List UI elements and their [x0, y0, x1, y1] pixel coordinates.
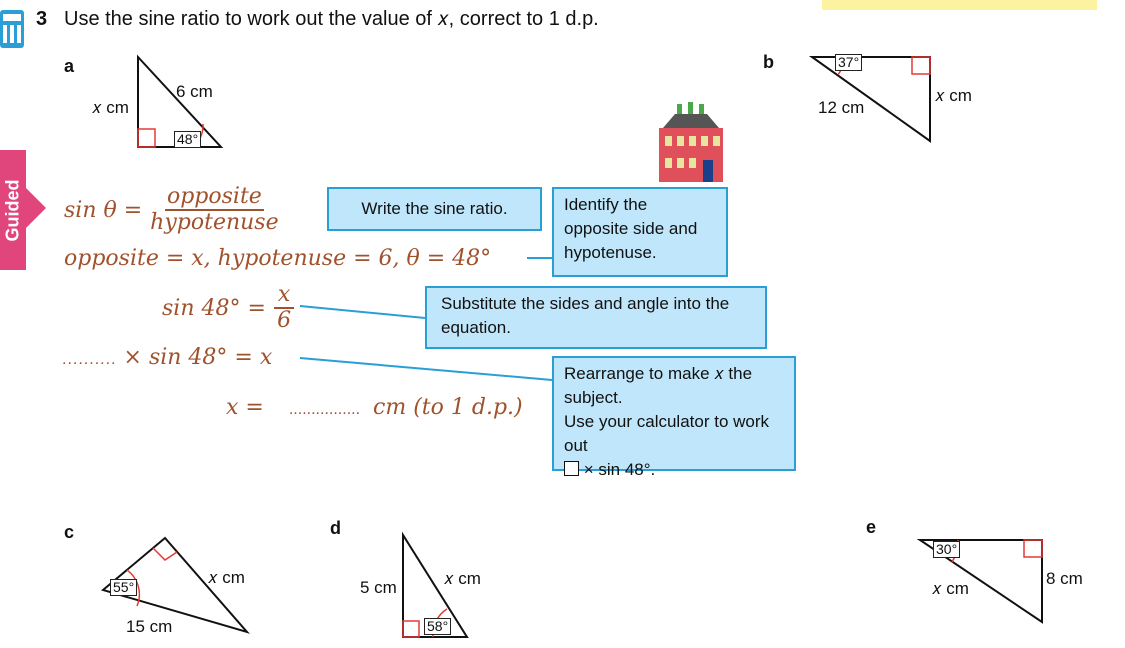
working-line-4: .......... × sin 48° = 𝑥	[62, 345, 272, 370]
line1-lhs: sin θ =	[64, 197, 143, 223]
line4-blank[interactable]: ..........	[62, 352, 117, 368]
line5-lhs: 𝑥 =	[226, 395, 264, 420]
part-c-angle: 55°	[110, 579, 138, 596]
hint-rearrange: Rearrange to make 𝑥 the subject. Use you…	[552, 356, 796, 479]
working-line-2: opposite = x, hypotenuse = 6, θ = 48°	[64, 246, 492, 271]
part-b-angle: 37°	[835, 54, 863, 71]
part-b-hyp: 12 cm	[818, 98, 865, 117]
part-e-hyp: 𝑥 cm	[932, 579, 969, 598]
part-e-label: e	[866, 517, 877, 537]
top-highlight-tab	[822, 0, 1097, 10]
working-line-3: sin 48° = 𝑥 6	[162, 283, 295, 333]
line3-numerator: 𝑥	[273, 283, 295, 309]
blank-square-icon	[564, 461, 579, 476]
triangle-e	[916, 539, 1043, 624]
part-a-label: a	[64, 56, 75, 76]
guided-tab: Guided	[0, 150, 50, 270]
triangle-c	[100, 536, 250, 634]
part-a-hyp: 6 cm	[176, 82, 213, 101]
hint-identify: Identify the opposite side and hypotenus…	[552, 187, 728, 277]
working-line-1: sin θ = opposite hypotenuse	[64, 185, 279, 235]
part-a-opp: 𝑥 cm	[92, 98, 129, 117]
guided-tab-label: Guided	[2, 179, 23, 242]
part-b-label: b	[763, 52, 774, 72]
hint-rearrange-line2: Use your calculator to work out	[564, 412, 770, 455]
part-c-opp: 𝑥 cm	[208, 568, 245, 587]
line3-denominator: 6	[277, 308, 292, 333]
calculator-icon	[0, 10, 24, 48]
school-building-icon	[655, 100, 725, 182]
hint-rearrange-line3-text: × sin 48°.	[583, 460, 656, 479]
guided-tab-shape	[0, 150, 46, 270]
part-e-opp: 8 cm	[1046, 569, 1083, 588]
part-c-label: c	[64, 522, 75, 542]
part-e-angle: 30°	[933, 541, 961, 558]
part-d-hyp: 5 cm	[360, 578, 397, 597]
part-c-hyp: 15 cm	[126, 617, 173, 636]
part-b-opp: 𝑥 cm	[935, 86, 972, 105]
hint-write-sine: Write the sine ratio.	[327, 187, 542, 231]
question-text: Use the sine ratio to work out the value…	[64, 8, 599, 30]
part-d-label: d	[330, 518, 341, 538]
line4-rest: × sin 48° = 𝑥	[123, 345, 273, 370]
line3-lhs: sin 48° =	[162, 295, 266, 321]
hint-rearrange-line1: Rearrange to make 𝑥 the subject.	[564, 364, 753, 407]
part-d-angle: 58°	[424, 618, 452, 635]
part-a-angle: 48°	[174, 131, 202, 148]
working-line-5: 𝑥 = ................ cm (to 1 d.p.)	[226, 395, 523, 420]
line1-denominator: hypotenuse	[150, 210, 279, 235]
line5-blank[interactable]: ................	[288, 402, 361, 418]
part-d-opp: 𝑥 cm	[444, 569, 481, 588]
hint-substitute: Substitute the sides and angle into the …	[425, 286, 767, 349]
line5-rest: cm (to 1 d.p.)	[373, 395, 523, 420]
hint-rearrange-line3: × sin 48°.	[564, 458, 784, 482]
question-number: 3	[36, 8, 48, 30]
line1-numerator: opposite	[164, 184, 264, 211]
